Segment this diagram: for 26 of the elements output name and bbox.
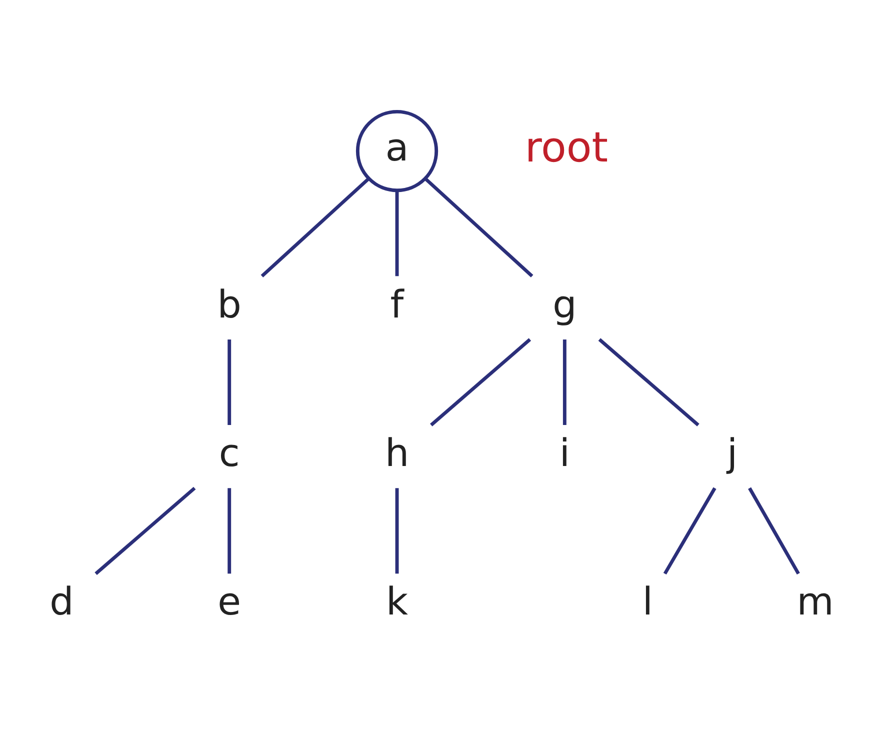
connector	[260, 176, 370, 277]
node-text: m	[796, 579, 834, 624]
node-label: root	[524, 122, 608, 172]
node-text: l	[642, 579, 653, 624]
node-text: g	[552, 282, 577, 326]
connector	[748, 486, 800, 574]
node-text: k	[386, 579, 408, 624]
connector	[598, 338, 700, 426]
connector	[663, 486, 716, 574]
connector	[424, 176, 534, 277]
connector	[228, 488, 232, 574]
node-text: j	[727, 430, 738, 474]
connector	[562, 338, 566, 425]
node-text: b	[217, 282, 242, 326]
node-text: i	[559, 430, 570, 474]
connector	[228, 338, 232, 425]
node-text: c	[218, 430, 240, 474]
connector	[430, 338, 532, 426]
node-text: e	[218, 579, 242, 624]
connector	[395, 488, 399, 574]
node-text: f	[390, 282, 404, 326]
node-text: h	[384, 430, 410, 474]
node-circle: a	[356, 109, 438, 192]
connector	[395, 190, 399, 276]
connector	[94, 486, 196, 574]
node-text: d	[50, 579, 74, 624]
